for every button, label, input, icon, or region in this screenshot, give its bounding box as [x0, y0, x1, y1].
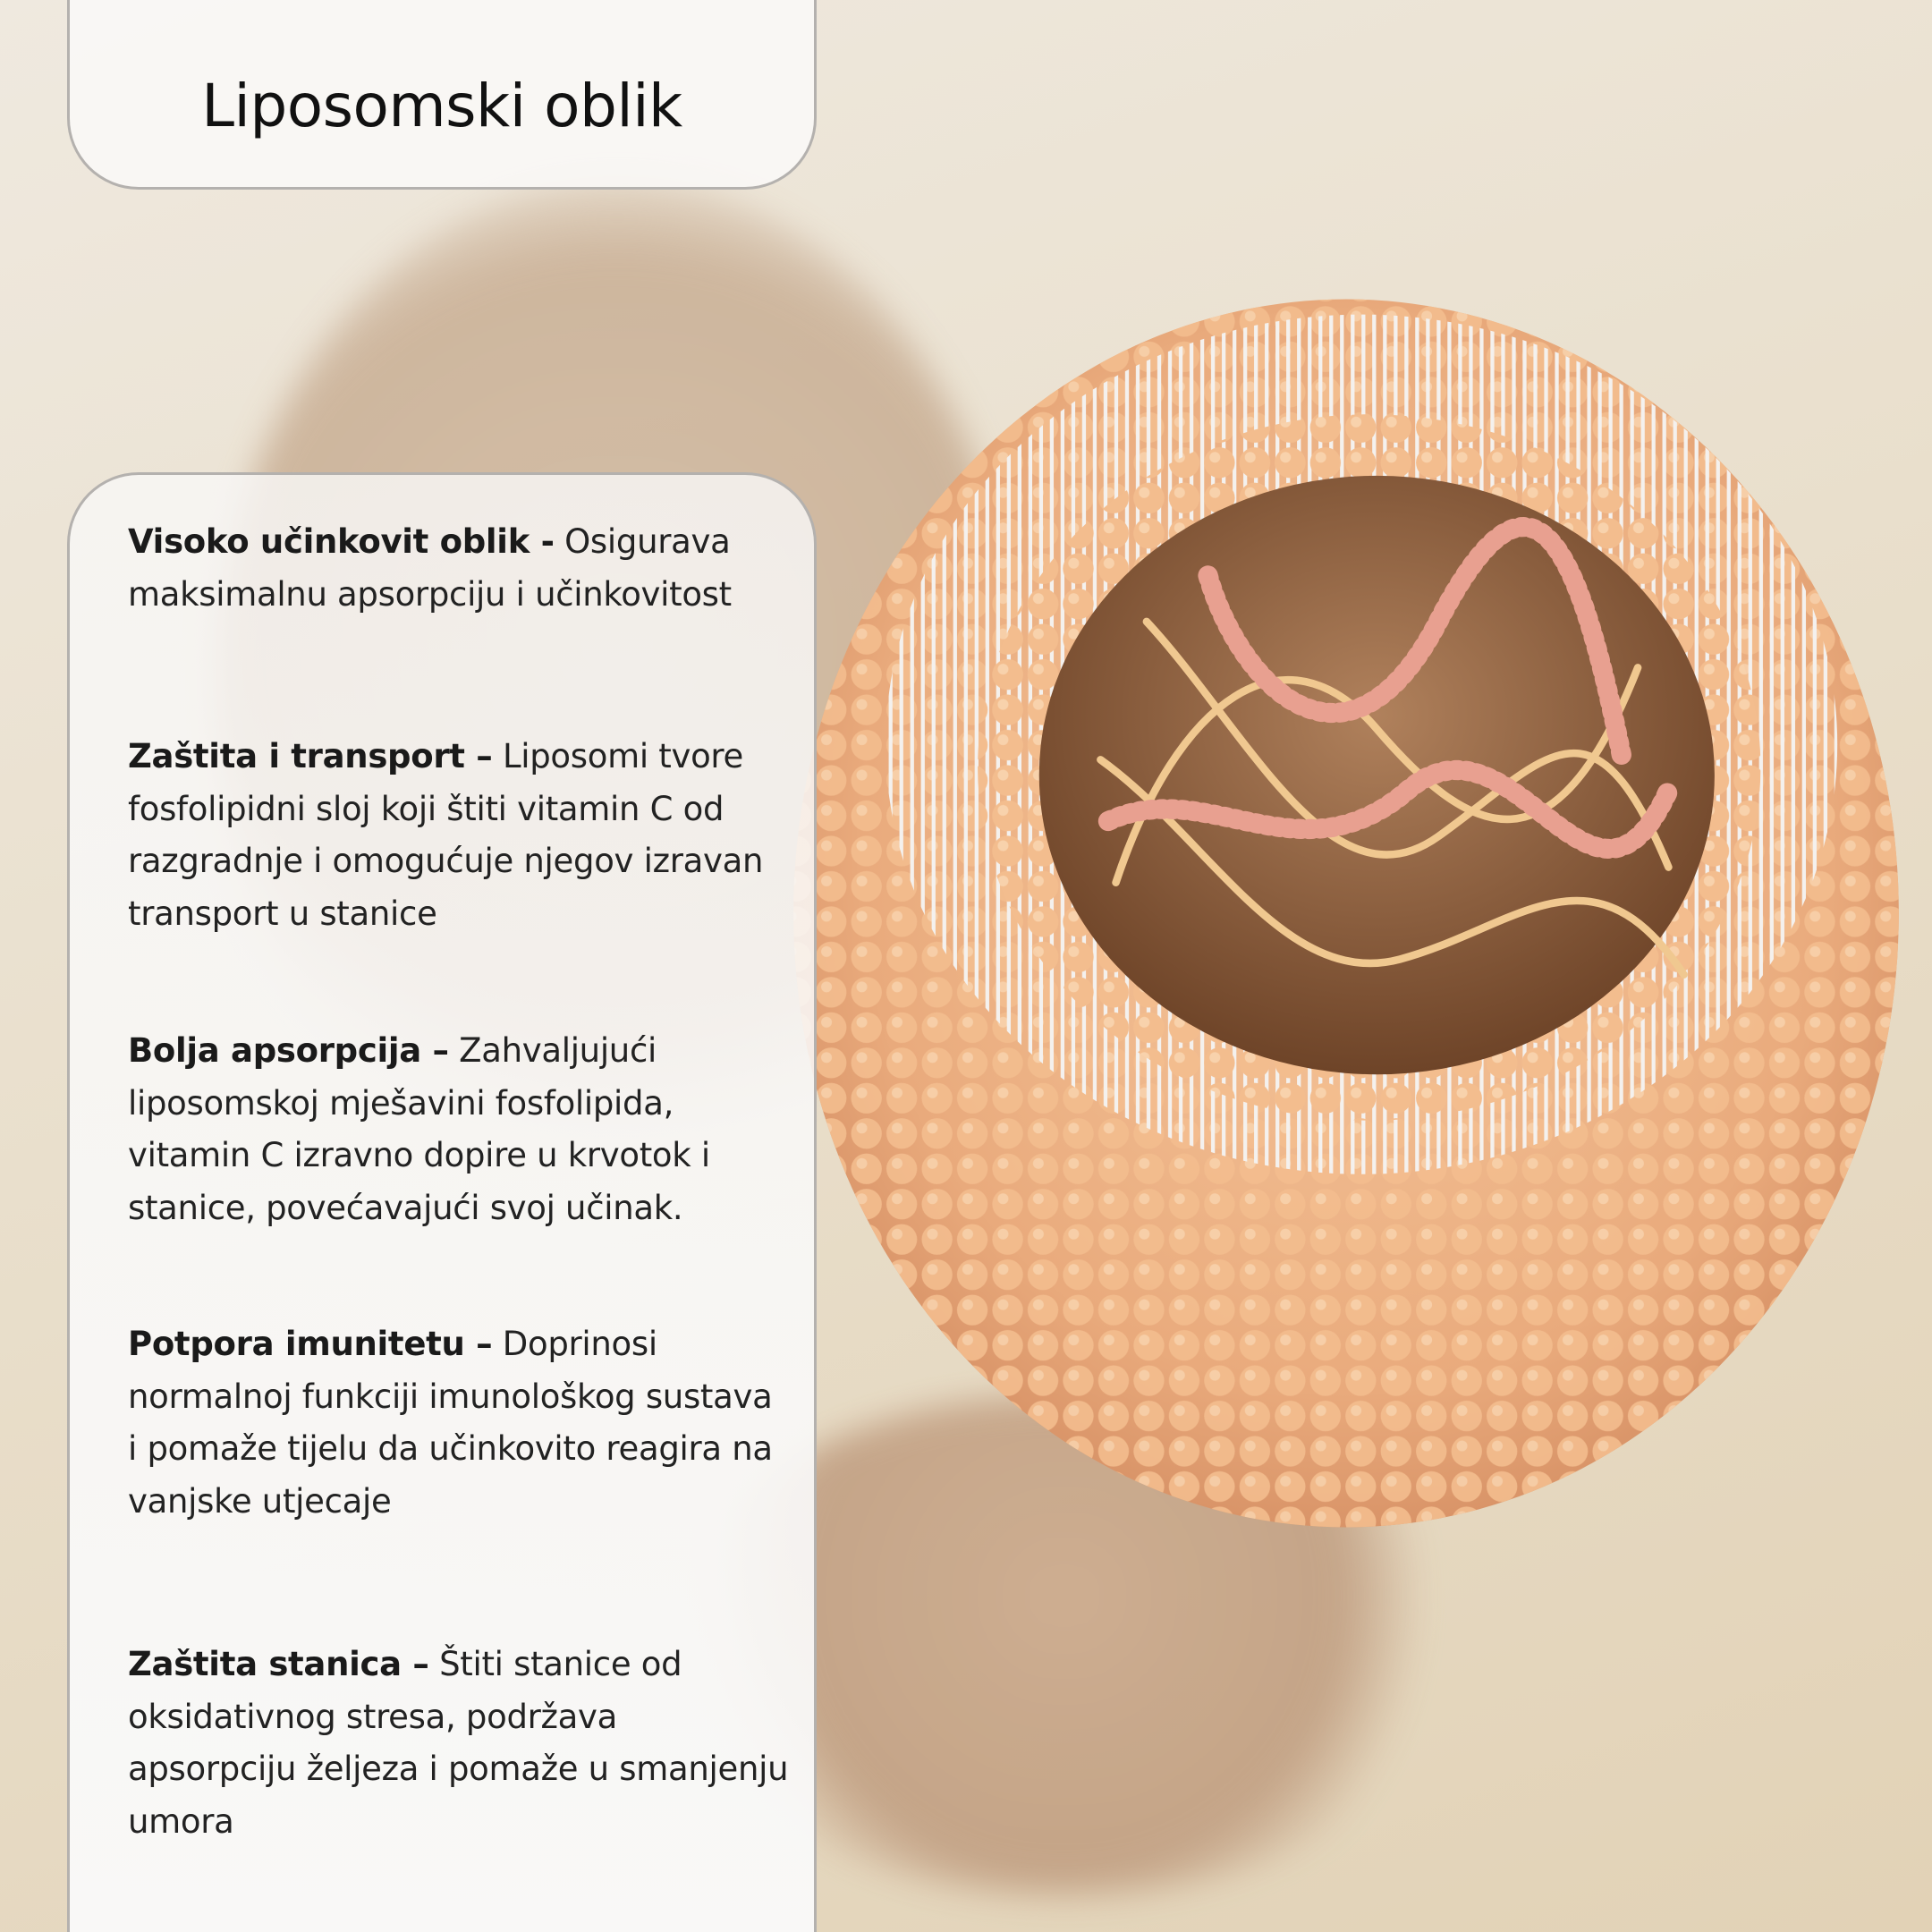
benefit-heading: Visoko učinkovit oblik -: [128, 522, 555, 561]
benefit-heading: Potpora imunitetu –: [128, 1325, 493, 1363]
benefit-heading: Bolja apsorpcija –: [128, 1031, 449, 1070]
benefit-text: Liposomi tvore fosfolipidni sloj koji št…: [128, 737, 764, 933]
benefit-heading: Zaštita i transport –: [128, 737, 493, 775]
page-title: Liposomski oblik: [201, 72, 682, 140]
benefit-text: Zahvaljujući liposomskoj mješavini fosfo…: [128, 1031, 710, 1227]
benefit-item: Visoko učinkovit oblik - Osigurava maksi…: [128, 516, 790, 621]
title-box: Liposomski oblik: [67, 0, 817, 190]
benefit-text: Osigurava maksimalnu apsorpciju i učinko…: [128, 522, 732, 614]
benefit-item: Zaštita i transport – Liposomi tvore fos…: [128, 731, 790, 940]
benefit-heading: Zaštita stanica –: [128, 1645, 429, 1683]
benefit-item: Zaštita stanica – Štiti stanice od oksid…: [128, 1639, 790, 1848]
dna-strands: [1097, 517, 1688, 979]
benefit-item: Potpora imunitetu – Doprinosi normalnoj …: [128, 1318, 790, 1528]
benefit-text: Doprinosi normalnoj funkciji imunološkog…: [128, 1325, 773, 1521]
benefit-text: Štiti stanice od oksidativnog stresa, po…: [128, 1645, 789, 1841]
liposome-core: [1038, 475, 1715, 1075]
benefits-panel: Visoko učinkovit oblik - Osigurava maksi…: [67, 472, 817, 1932]
liposome-illustration: [793, 299, 1899, 1528]
benefit-item: Bolja apsorpcija – Zahvaljujući liposoms…: [128, 1025, 790, 1234]
